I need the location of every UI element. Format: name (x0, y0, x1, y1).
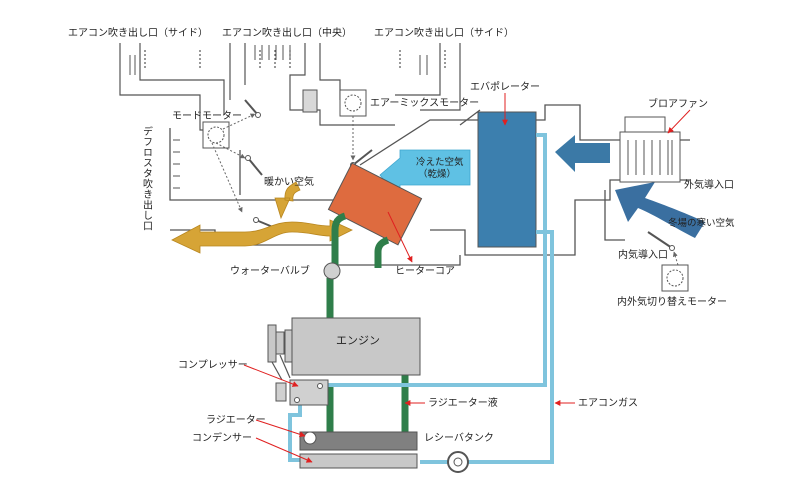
label-cooled-air-1: 冷えた空気 (416, 156, 464, 168)
label-radiator-fluid: ラジエーター液 (428, 396, 498, 409)
mode-linkage (211, 113, 256, 213)
vent-ticks (129, 45, 428, 75)
label-outside-air-inlet: 外気導入口 (684, 178, 734, 191)
label-recirc-motor: 内外気切り替えモーター (617, 295, 727, 308)
water-valve (323, 262, 341, 280)
label-air-mix-motor: エアーミックスモーター (370, 97, 479, 109)
blower-fan (619, 116, 681, 183)
blower-air-arrow (555, 135, 610, 172)
label-cooled-air-2: （乾燥） (418, 168, 456, 180)
label-vent-center: エアコン吹き出し口（中央） (222, 26, 352, 39)
label-evaporator: エバポレーター (470, 81, 540, 93)
leader-lines (243, 93, 691, 463)
label-heater-core: ヒーターコア (395, 265, 455, 277)
defrost-vent-slats (173, 139, 180, 189)
mode-dampers (244, 99, 281, 231)
drive-belt (271, 354, 291, 381)
label-water-valve: ウォーターバルブ (230, 264, 310, 277)
label-winter-cold-air: 冬場の寒い空気 (668, 217, 735, 229)
label-engine: エンジン (336, 334, 380, 347)
evaporator (477, 111, 537, 248)
cold-air-arrow (615, 182, 705, 238)
compressor (275, 379, 329, 406)
mode-motor (202, 121, 230, 149)
label-receiver-tank: レシーバタンク (424, 432, 494, 444)
label-defrost-outlet: デフロスタ吹き出し口 (141, 125, 153, 231)
label-mode-motor: モードモーター (172, 110, 242, 122)
center-vent-flap (302, 89, 318, 113)
engine (267, 317, 421, 376)
heater-core (327, 162, 423, 246)
recirc-damper (647, 231, 679, 266)
label-compressor: コンプレッサー (178, 359, 248, 371)
warm-air-arrow (171, 219, 353, 254)
receiver-tank (447, 451, 469, 473)
recirc-motor (661, 264, 689, 292)
label-radiator: ラジエーター (206, 414, 266, 426)
radiator (299, 431, 418, 451)
label-blower-fan: ブロアファン (648, 97, 708, 110)
air-mix-motor (339, 89, 373, 168)
condenser (299, 453, 418, 469)
label-vent-side-left: エアコン吹き出し口（サイド） (68, 26, 208, 39)
hvac-duct-housing (169, 104, 690, 266)
label-inside-air-inlet: 内気導入口 (618, 248, 668, 261)
label-vent-side-right: エアコン吹き出し口（サイド） (374, 26, 514, 39)
label-warm-air: 暖かい空気 (264, 175, 314, 188)
label-ac-gas: エアコンガス (578, 397, 638, 409)
refrigerant-pipes (288, 133, 554, 464)
warm-air-up-arrow (274, 181, 301, 220)
label-condenser: コンデンサー (192, 431, 252, 444)
